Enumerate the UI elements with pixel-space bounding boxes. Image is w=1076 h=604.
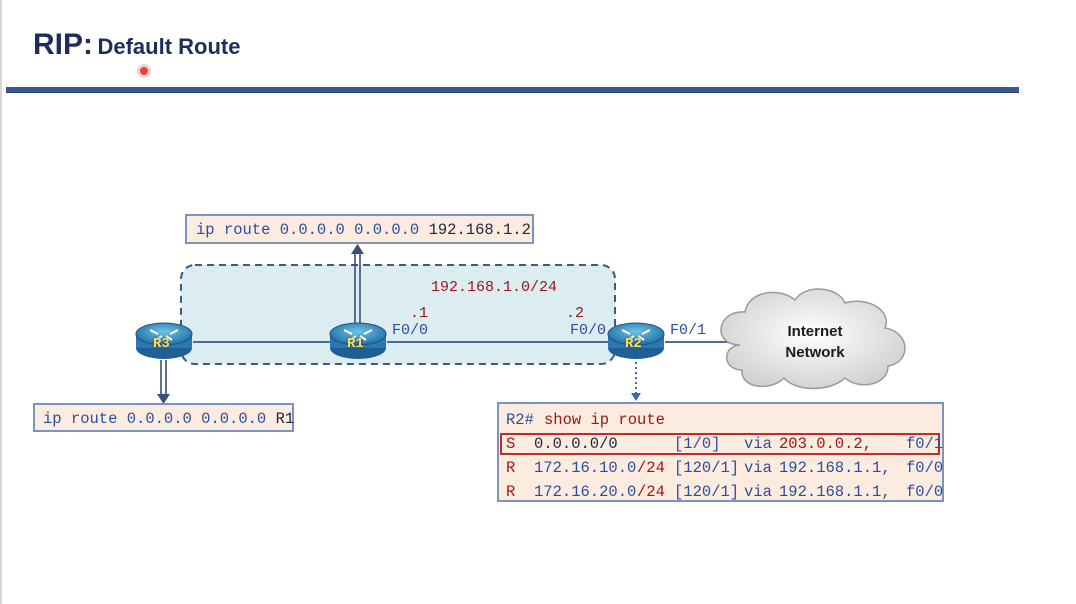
internet-cloud-icon [720,288,906,390]
routing-table-command: show ip route [544,411,665,429]
arrow-r3-to-config [157,360,170,404]
cloud-line-2: Network [785,344,845,361]
route-prefix-length: /24 [637,459,665,477]
route-code: S [506,435,516,453]
route-interface: f0/1 [906,435,944,453]
network-segment-area [180,264,616,365]
r1-command-prefix: ip route 0.0.0.0 0.0.0.0 [196,221,420,239]
page-title: RIP: Default Route [33,28,240,62]
arrow-r1-to-config [351,244,364,325]
route-metric: [120/1] [674,459,740,477]
routing-table-prompt: R2# [506,411,534,429]
r1-interface-label: F0/0 [392,322,429,339]
r3-command-prefix: ip route 0.0.0.0 0.0.0.0 [43,410,267,428]
r2-host-label: .2 [566,305,585,322]
r2-interface-left-label: F0/0 [570,322,607,339]
router-r1-icon [329,322,387,359]
r1-static-route-command: ip route 0.0.0.0 0.0.0.0 192.168.1.2 [185,214,534,244]
route-via: via [744,459,772,477]
router-r2-icon [607,322,665,359]
r1-host-label: .1 [410,305,429,322]
route-prefix: 172.16.10.0 [534,459,637,477]
route-code: R [506,483,516,501]
r2-routing-table: R2# show ip route S 0.0.0.0/0 [1/0] via … [497,402,944,502]
route-via: via [744,483,772,501]
r3-static-route-command: ip route 0.0.0.0 0.0.0.0 R1 [33,403,294,432]
route-next-hop: 203.0.0.2, [779,435,873,453]
route-metric: [120/1] [674,483,740,501]
default-route-highlight [500,433,940,455]
route-interface: f0/0 [906,459,944,477]
internet-cloud-label: Internet Network [768,321,862,363]
r2-interface-right-label: F0/1 [670,322,707,339]
arrow-r2-to-table [631,362,641,401]
r3-command-next-hop: R1 [275,410,295,428]
cloud-line-1: Internet [787,323,843,340]
r1-command-next-hop: 192.168.1.2 [428,221,531,239]
route-next-hop: 192.168.1.1, [779,483,891,501]
route-metric: [1/0] [674,435,721,453]
router-r3-label: R3 [153,336,170,352]
router-r3-icon [135,322,193,359]
route-prefix: 172.16.20.0 [534,483,637,501]
title-main: RIP: [33,28,93,61]
route-prefix-length: /24 [637,483,665,501]
title-divider [6,87,1019,93]
page-left-border [0,0,2,604]
route-interface: f0/0 [906,483,944,501]
mouse-pointer-icon [140,67,148,75]
router-r1-label: R1 [347,336,364,352]
route-via: via [744,435,772,453]
route-code: R [506,459,516,477]
route-prefix: 0.0.0.0/0 [534,435,618,453]
router-r2-label: R2 [625,336,642,352]
route-next-hop: 192.168.1.1, [779,459,891,477]
title-sub: Default Route [97,34,241,59]
network-label: 192.168.1.0/24 [431,279,558,296]
